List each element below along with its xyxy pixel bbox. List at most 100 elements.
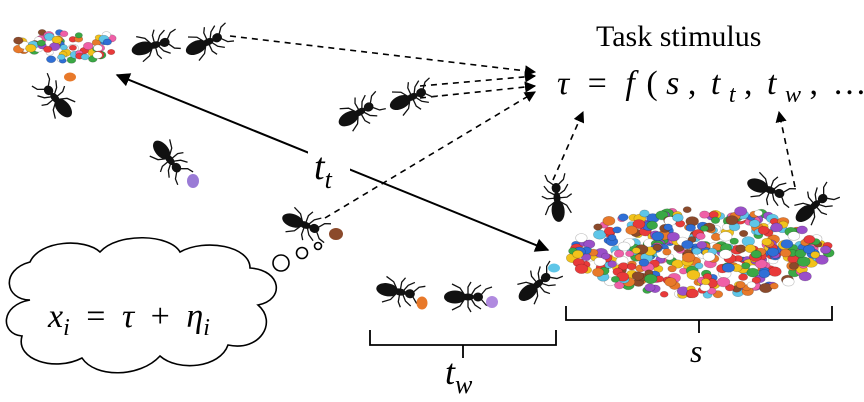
candy (729, 237, 739, 245)
thought-plus: + (151, 298, 170, 335)
candy (796, 225, 808, 235)
candy (719, 231, 733, 242)
candy (700, 225, 709, 232)
tw-main: t (445, 352, 456, 392)
candy (746, 281, 757, 289)
candy (699, 210, 710, 219)
candy (102, 38, 112, 46)
candy (601, 252, 611, 260)
large-candy-pile (565, 206, 835, 299)
candy (724, 283, 735, 292)
formula-dots: … (832, 65, 864, 102)
candy (738, 230, 749, 238)
thought-cloud-body (5, 236, 277, 374)
thought-formula: xi = τ + ηi (47, 298, 210, 343)
dashed-arrow-middle-ants-upper (419, 71, 537, 87)
candy (639, 209, 650, 218)
candy (625, 250, 635, 258)
candy (644, 283, 656, 292)
ant-near-large-pile (539, 172, 575, 224)
waiting-time-label: tw (445, 352, 473, 399)
candy (766, 247, 780, 257)
thought-bubble-small (313, 241, 323, 251)
candy (667, 231, 680, 242)
candy (710, 216, 721, 224)
formula-t: t (711, 65, 722, 102)
candy-carried-thinking-ant (329, 228, 343, 240)
candy (681, 240, 694, 250)
candy (59, 30, 69, 38)
candy (744, 244, 757, 253)
thought-x: x (47, 298, 63, 335)
candy (738, 273, 748, 281)
candy (769, 282, 779, 290)
tw-bracket (369, 330, 557, 358)
candy (750, 250, 762, 259)
candy (770, 222, 783, 233)
candy (686, 288, 699, 299)
candy (749, 219, 761, 228)
dashed-arrow-pile-ant (552, 110, 585, 181)
candy-carried-queue-1 (416, 296, 428, 310)
candy (51, 35, 63, 44)
tt-main: t (314, 146, 326, 188)
candy (612, 226, 622, 234)
candy (721, 262, 735, 273)
candy (13, 36, 24, 45)
candy (667, 265, 677, 273)
candy (691, 247, 702, 255)
candy (610, 275, 620, 283)
candy (719, 249, 733, 260)
ant-top-2 (179, 17, 237, 67)
thought-tau: τ (122, 298, 136, 335)
candy (694, 262, 704, 270)
candy (631, 271, 645, 281)
formula-w: t (767, 65, 778, 102)
candy (787, 231, 801, 241)
formula-s: s (666, 65, 679, 102)
candy (681, 252, 696, 263)
formula-comma-3: , (809, 65, 818, 102)
candy (59, 44, 68, 51)
candy (574, 263, 589, 274)
candy (607, 260, 617, 268)
candy (25, 43, 37, 53)
candy (607, 234, 617, 241)
candy (602, 215, 616, 226)
candy (746, 267, 760, 278)
candy (646, 220, 659, 230)
candy (92, 51, 103, 60)
candy (779, 248, 792, 258)
candy (643, 273, 658, 285)
formula-w-sub: w (785, 82, 801, 108)
dashed-arrow-right-ants (775, 110, 796, 188)
candy (686, 269, 701, 280)
formula-comma-2: , (744, 65, 753, 102)
tt-label-background (308, 150, 350, 190)
candy (93, 44, 103, 52)
candy (782, 277, 795, 287)
candy (794, 249, 807, 258)
candy (702, 251, 716, 262)
candy (652, 243, 662, 251)
thought-cloud (5, 236, 323, 374)
candy (682, 206, 692, 214)
candy (575, 233, 588, 243)
candy (735, 244, 747, 253)
thought-bubble-medium (295, 246, 309, 260)
candy (613, 249, 625, 258)
candy (572, 249, 584, 259)
ant-middle-2 (383, 72, 441, 122)
candy (707, 287, 717, 295)
candy (758, 269, 771, 279)
tw-sub: w (455, 370, 473, 399)
candy (735, 280, 746, 289)
candy (80, 53, 90, 61)
candy (672, 213, 684, 222)
candy-carried-queue-2 (486, 296, 498, 308)
candy (57, 53, 66, 61)
candy (751, 276, 761, 284)
candy (796, 256, 811, 267)
candy (819, 245, 832, 255)
